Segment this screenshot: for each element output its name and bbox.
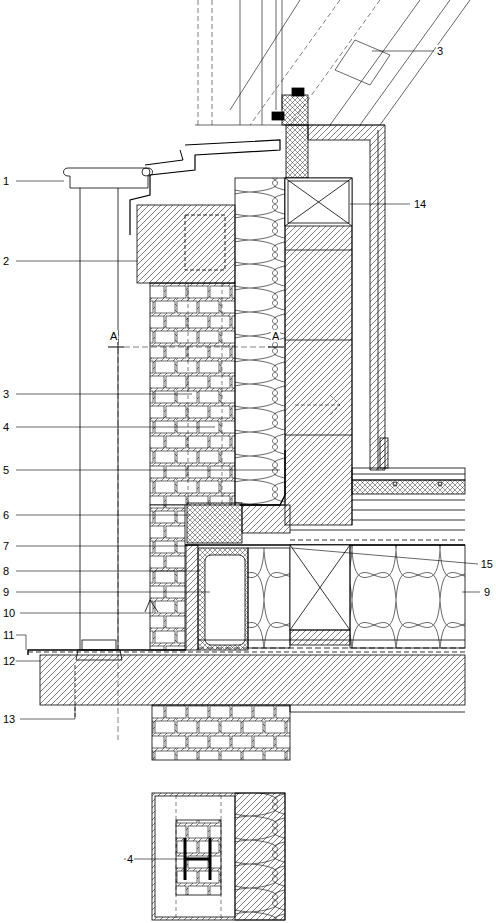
callout-number: 10 — [2, 607, 16, 619]
callout-number: 3 — [2, 388, 10, 400]
callout-number: 9 — [2, 586, 10, 598]
callout-number: 4 — [2, 421, 10, 433]
callout-number: 2 — [2, 255, 10, 267]
callout-number: 8 — [2, 565, 10, 577]
callout-number: 12 — [2, 655, 16, 667]
callout-number: 13 — [2, 713, 16, 725]
callout-number: 11 — [2, 629, 15, 641]
callout-number: 4 — [126, 853, 134, 865]
callout-number: A — [109, 330, 118, 342]
callout-number: 9 — [483, 586, 491, 598]
callout-number: 15 — [480, 558, 494, 570]
callout-number: 3 — [436, 45, 444, 57]
callout-number: 14 — [413, 198, 427, 210]
callout-number: A — [271, 330, 280, 342]
callout-number: 5 — [2, 464, 10, 476]
callout-number: 7 — [2, 540, 10, 552]
callout-number: 1 — [2, 175, 10, 187]
callout-number: 6 — [2, 509, 10, 521]
